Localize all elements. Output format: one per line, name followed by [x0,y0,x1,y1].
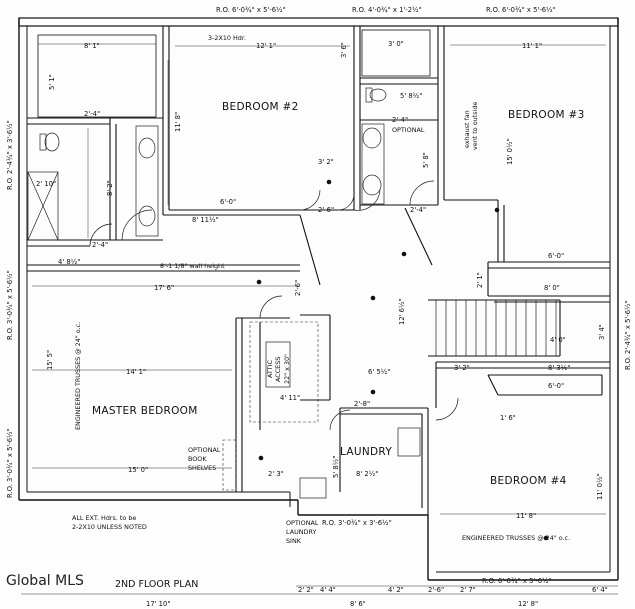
dim-text: 2'-6" [428,586,444,594]
bedroom-3-label: BEDROOM #3 [508,109,585,121]
attic-access-outline [249,321,319,423]
dim-text: 2' 1" [476,272,484,288]
door-swings [89,180,459,431]
dim-text: 2'-4" [392,116,408,124]
note-trusses-master: ENGINEERED TRUSSES @ 24" o.c. [74,322,82,430]
dim-text: 15' 0" [128,466,148,474]
dim-text: 4' 0" [550,336,566,344]
note-book-3: SHELVES [188,464,216,472]
dim-text: 4' 8½" [58,258,80,266]
laundry-label: LAUNDRY [340,446,392,458]
dim-text: 2' 2" [298,586,314,594]
dim-text: 8' 2" [106,180,114,196]
dim-text: 5' 1" [48,74,56,90]
ro-top-mid: R.O. 4'-0¾" x 1'-2½" [352,6,422,14]
note-header: 3-2X10 Hdr. [208,34,246,42]
dim-text: 11' 8" [516,512,536,520]
dim-text: 5' 8" [422,152,430,168]
ro-right-1: R.O. 2'-4¾" x 5'-6½" [624,300,632,370]
dim-text: 5' 8½" [400,92,422,100]
dim-text: 5' 8½" [332,456,340,478]
dim-text: 6' 5½" [368,368,390,376]
dim-text: 3' 2" [318,158,334,166]
note-ext-headers: ALL EXT. Hdrs. to be [72,514,136,522]
note-optional-bath: OPTIONAL [392,126,425,134]
attic-hatch [265,341,291,388]
ro-bottom-laundry: R.O. 3'-0¾" x 3'-6½" [322,519,392,527]
dim-text: 8' 6" [350,600,366,608]
dim-text: 12' 8" [518,600,538,608]
dim-text: 2' 7" [460,586,476,594]
note-exhaust-2: vent to outside [471,102,479,150]
dim-text: 3' 4" [598,324,606,340]
dim-text: 2'-8" [354,400,370,408]
dim-text: 4' 4" [320,586,336,594]
dim-text: 4' 2" [388,586,404,594]
dim-text: 17' 10" [146,600,170,608]
ceiling-fixtures [256,179,549,541]
exterior-walls [18,17,619,581]
dim-text: 1' 6" [500,414,516,422]
dim-text: 15' 5" [46,350,54,370]
dim-text: 2'-6" [318,206,334,214]
dim-text: 8' 1" [84,42,100,50]
dim-text: 2'-4" [84,110,100,118]
note-attic-3: 22" x 30" [283,354,291,384]
dim-text: 11' 8" [174,112,182,132]
note-attic-2: ACCESS [274,357,282,382]
note-wall-height: 8'-1 1/8" wall height [160,262,225,270]
dim-text: 15' 0½" [506,138,514,165]
ro-top-right: R.O. 6'-0¾" x 5'-6½" [486,6,556,14]
note-book-2: BOOK [188,455,207,463]
dim-text: 6'-0" [548,252,564,260]
dim-text: 11' 0½" [596,473,604,500]
dim-text: 11' 1" [522,42,542,50]
interior-walls [27,26,610,515]
dim-text: 12' 1" [256,42,276,50]
ro-left-3: R.O. 3'-0¾" x 5'-6½" [6,428,14,498]
note-laundry-sink-2: LAUNDRY [286,528,316,536]
book-shelves-outline [222,439,237,491]
dim-text: 8' 0" [544,284,560,292]
stair-treads [435,300,557,356]
dim-text: 8' 2½" [356,470,378,478]
dimension-lines [21,43,618,595]
ro-left-1: R.O. 2'-4¾" x 3'-6½" [6,120,14,190]
note-laundry-sink-3: SINK [286,537,302,545]
dim-text: 6'-0" [548,382,564,390]
dim-text: 6'-0" [220,198,236,206]
note-trusses-bed4: ENGINEERED TRUSSES @ 24" o.c. [462,534,570,542]
ro-left-2: R.O. 3'-0¾" x 5'-6½" [6,270,14,340]
master-bedroom-label: MASTER BEDROOM [92,405,198,417]
dim-text: 3' 0" [388,40,404,48]
dim-text: 17' 6" [154,284,174,292]
bedroom-4-label: BEDROOM #4 [490,475,567,487]
dim-text: 3' 6" [340,42,348,58]
dim-text: 12' 6½" [398,298,406,325]
note-attic-1: ATTIC [266,360,274,378]
dim-text: 8' 3½" [548,364,570,372]
note-exhaust-1: exhaust fan [463,110,471,148]
dim-text: 4' 11" [280,394,300,402]
bedroom-2-label: BEDROOM #2 [222,101,299,113]
dim-text: 2' 10" [36,180,56,188]
dim-text: 2'-6" [294,280,302,296]
dim-text: 2'-4" [92,241,108,249]
note-book-1: OPTIONAL [188,446,221,454]
dim-text: 2'-4" [410,206,426,214]
ro-bottom-bed4: R.O. 6'-0¾" x 5'-6½" [482,577,552,585]
dim-text: 8' 11½" [192,216,219,224]
dim-text: 3' 2" [454,364,470,372]
dim-text: 6' 4" [592,586,608,594]
dim-text: 14' 1" [126,368,146,376]
bath-fixtures [27,87,421,499]
watermark: Global MLS [6,573,84,589]
plan-title: 2ND FLOOR PLAN [115,579,198,590]
dim-text: 2' 3" [268,470,284,478]
note-laundry-sink-1: OPTIONAL [286,519,319,527]
ro-top-left: R.O. 6'-0¾" x 5'-6½" [216,6,286,14]
note-unless-noted: 2-2X10 UNLESS NOTED [72,523,147,531]
